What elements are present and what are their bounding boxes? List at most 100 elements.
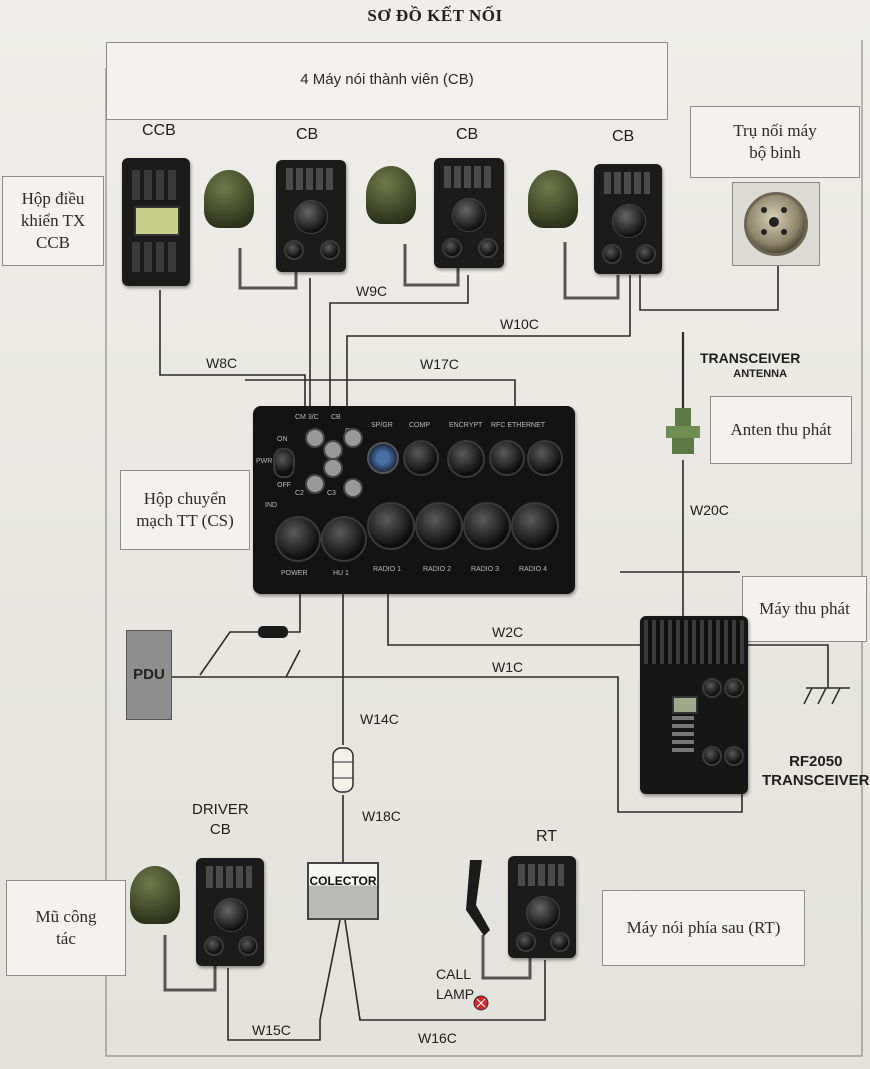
driver-label: DRIVER CB (192, 800, 249, 840)
cb1-volume-knob (294, 200, 328, 234)
wire-label-w1c: W1C (492, 659, 524, 675)
cs-cb-port-2 (323, 440, 343, 460)
infantry-connector-icon (744, 192, 808, 256)
cs-sp-label: SP/GR (371, 422, 393, 429)
cs-off-label: OFF (277, 482, 291, 489)
driver-cb-port-left (204, 936, 224, 956)
helmet-vn-line-1: Mũ công (35, 907, 97, 926)
cb2-unit (434, 158, 504, 268)
cs-rfc-port (489, 440, 525, 476)
cb1-unit (276, 160, 346, 272)
cs-comp-port (403, 440, 439, 476)
infantry-connector-box (732, 182, 820, 266)
members-box: 4 Máy nói thành viên (CB) (106, 42, 668, 120)
cs-cb-label-2: CB (331, 414, 341, 421)
wire-label-w15c: W15C (252, 1022, 291, 1038)
ccb-keypad (132, 170, 180, 200)
cs-cb-port-1 (305, 428, 325, 448)
rf2050-port-1 (702, 678, 722, 698)
driver-cb-volume-knob (214, 898, 248, 932)
pdu-label: PDU (133, 666, 165, 683)
cb3-port-right (636, 244, 656, 264)
rf2050-label: RF2050 TRANSCEIVER (762, 752, 870, 790)
cs-cb-port-3 (343, 428, 363, 448)
wire-ground (745, 644, 829, 688)
wire-colector-fan (319, 919, 361, 1021)
rear-vn-label: Máy nói phía sau (RT) (626, 918, 781, 937)
cs-cb-port-6 (343, 478, 363, 498)
cs-sp-port (367, 442, 399, 474)
rt-label: RT (536, 828, 558, 845)
cb3-unit (594, 164, 662, 274)
pdu-plug-icon (258, 626, 288, 638)
cb1-port-right (320, 240, 340, 260)
colector-label: COLECTOR (309, 874, 377, 888)
helmet-icon (204, 170, 254, 228)
cable-helmet-3 (563, 242, 620, 300)
cable-driver-helmet (163, 935, 217, 992)
wire-label-w2c: W2C (492, 624, 524, 640)
cb2-keys (444, 166, 492, 188)
tx-control-box: Hộp điều khiển TX CCB (2, 176, 104, 266)
cb3-keys (604, 172, 650, 194)
call-lamp-line-2: LAMP (436, 986, 475, 1002)
cs-on-label: ON (277, 436, 288, 443)
helmet-vn-box: Mũ công tác (6, 880, 126, 976)
cs-cb-label-1: CM 3/C (295, 414, 319, 421)
rt-unit (508, 856, 576, 958)
rf2050-display (672, 696, 698, 714)
cs-hu1-port (321, 516, 367, 562)
cs-radio3-port (463, 502, 511, 550)
rt-volume-knob (526, 896, 560, 930)
switchbox-line-1: Hộp chuyển (143, 489, 227, 508)
pdu-box: PDU (126, 630, 172, 720)
ccb-label: CCB (142, 122, 176, 139)
members-box-label: 4 Máy nói thành viên (CB) (300, 71, 474, 88)
wire-label-w9c: W9C (356, 283, 388, 299)
cb1-keys (286, 168, 334, 190)
wire-label-w16c: W16C (418, 1030, 457, 1046)
cs-radio2-label: RADIO 2 (423, 566, 452, 573)
rt-port-left (516, 932, 536, 952)
cs-cb-port-4 (305, 474, 325, 494)
cs-encrypt-port (447, 440, 485, 478)
wire-label-w18c: W18C (362, 808, 401, 824)
cs-radio4-label: RADIO 4 (519, 566, 548, 573)
cs-ind-label: IND (265, 502, 278, 509)
antenna-label-line-1: TRANSCEIVER (700, 350, 801, 366)
rf2050-label-line-1: RF2050 (789, 753, 843, 770)
rf2050-port-3 (702, 746, 722, 766)
ccb-unit (122, 158, 190, 286)
helmet-vn-line-2: tác (56, 929, 76, 948)
wire-label-w10c: W10C (500, 316, 539, 332)
rf2050-transceiver (640, 616, 748, 794)
handset-icon (466, 860, 490, 936)
cs-cb-label-5: C3 (327, 490, 336, 497)
cs-radio1-port (367, 502, 415, 550)
rf2050-label-line-2: TRANSCEIVER (762, 772, 870, 789)
cb1-label: CB (296, 126, 319, 143)
rf2050-port-2 (724, 678, 744, 698)
cb1-port-left (284, 240, 304, 260)
rt-keys (518, 864, 564, 886)
cb3-port-left (602, 244, 622, 264)
cb3-label: CB (612, 128, 635, 145)
cb2-port-left (442, 238, 462, 258)
switchbox-box: Hộp chuyển mạch TT (CS) (120, 470, 250, 550)
wire-label-w17c: W17C (420, 356, 459, 372)
wire-w16c (359, 960, 546, 1021)
rf2050-port-4 (724, 746, 744, 766)
switchbox-line-2: mạch TT (CS) (136, 511, 234, 530)
cs-comp-label: COMP (409, 422, 430, 429)
colector-box: COLECTOR (307, 862, 379, 920)
cs-radio2-port (415, 502, 463, 550)
driver-cb-port-right (238, 936, 258, 956)
infantry-box: Trụ nối máy bộ binh (690, 106, 860, 178)
transceiver-vn-label: Máy thu phát (759, 599, 850, 618)
wire-infantry (639, 265, 779, 311)
cb2-volume-knob (452, 198, 486, 232)
ccb-keypad-lower (132, 242, 180, 272)
cable-handset (481, 935, 532, 980)
